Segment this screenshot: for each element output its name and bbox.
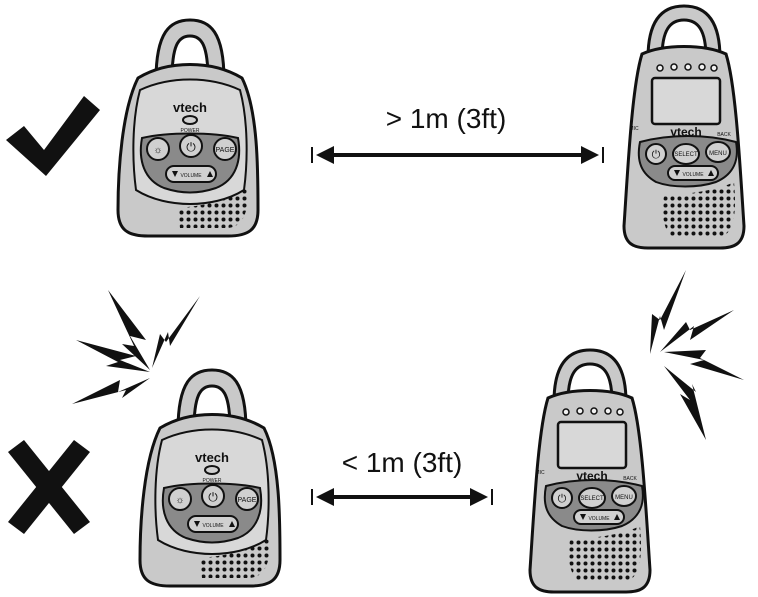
- parent-unit-bottom: vtech MIC BACK SELECT MENU VOLUME: [528, 348, 652, 594]
- distance-label-far: > 1m (3ft): [386, 103, 507, 134]
- parent-unit-menu-label-2: MENU: [615, 495, 633, 501]
- parent-unit-menu-label: MENU: [709, 151, 727, 157]
- baby-unit-top: vtech POWER PAGE VOLUME: [116, 18, 260, 238]
- baby-unit-brand-2: vtech: [195, 450, 229, 465]
- parent-unit-back-label-2: BACK: [623, 476, 637, 482]
- interference-bolts-right: [650, 270, 744, 440]
- parent-unit-back-label: BACK: [717, 132, 731, 138]
- checkmark-icon: [6, 96, 100, 176]
- parent-unit-volume-label-2: VOLUME: [588, 516, 610, 522]
- parent-unit-volume-label: VOLUME: [682, 172, 704, 178]
- baby-unit-brand: vtech: [173, 100, 207, 115]
- interference-bolts-left: [72, 290, 200, 404]
- baby-unit-volume-label-2: VOLUME: [202, 523, 224, 529]
- distance-arrow-far: [311, 146, 604, 164]
- parent-unit-select-label: SELECT: [674, 152, 698, 158]
- parent-unit-select-label-2: SELECT: [580, 496, 604, 502]
- baby-unit-power-label-2: POWER: [203, 478, 222, 484]
- baby-unit-page-label-2: PAGE: [238, 497, 257, 504]
- parent-unit-brand-2: vtech: [576, 469, 607, 483]
- parent-unit-mic-label-2: MIC: [535, 470, 545, 476]
- parent-unit-mic-label: MIC: [629, 126, 639, 132]
- baby-unit-bottom: vtech POWER PAGE VOLUME: [138, 368, 282, 588]
- distance-arrow-near: [311, 488, 493, 506]
- baby-unit-page-label: PAGE: [216, 147, 235, 154]
- baby-unit-volume-label: VOLUME: [180, 173, 202, 179]
- parent-unit-top: vtech MIC BACK SELECT MENU VOLUME: [622, 4, 746, 250]
- distance-label-near: < 1m (3ft): [342, 447, 463, 478]
- cross-icon: [8, 440, 90, 534]
- baby-unit-power-label: POWER: [181, 128, 200, 134]
- parent-unit-brand: vtech: [670, 125, 701, 139]
